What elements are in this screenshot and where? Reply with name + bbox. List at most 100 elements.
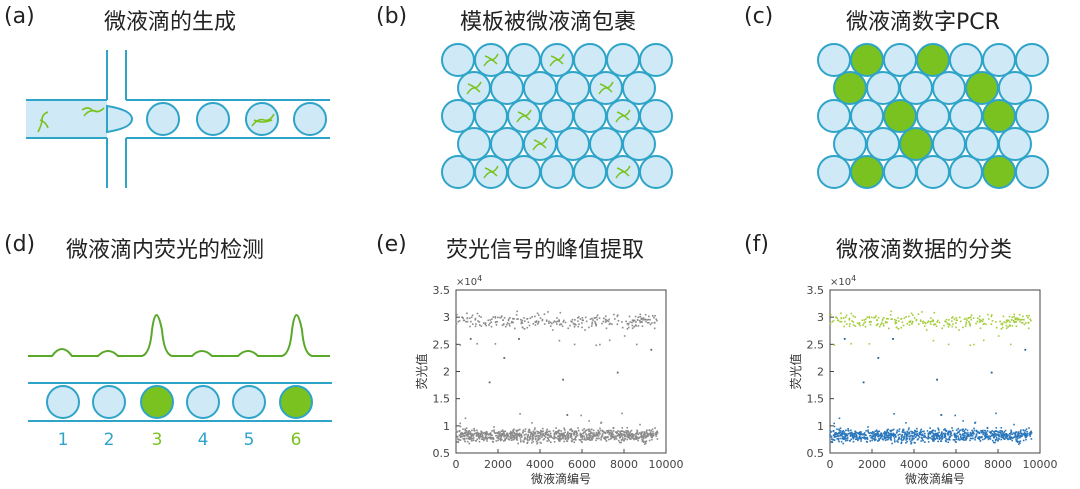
data-point [1029,433,1032,435]
data-point [999,430,1002,432]
data-point [925,329,928,331]
data-point [998,435,1000,438]
data-point [833,436,836,438]
dna-strand-icon [516,109,532,123]
data-point [588,326,590,329]
data-point [625,430,628,432]
data-point [1000,322,1003,325]
data-point [562,436,564,438]
data-point [555,431,557,433]
data-point [994,441,996,444]
data-point [920,440,923,442]
y-tick-label: 1 [443,420,450,433]
data-point [479,435,482,437]
data-point [520,435,523,438]
data-point [887,434,890,437]
data-point [851,320,853,322]
data-point [462,428,464,431]
droplet [982,43,1016,77]
data-point [604,431,607,434]
data-point [456,435,459,438]
data-point [860,436,862,439]
data-point [1016,318,1018,321]
data-point [920,431,922,433]
outlier-point [940,414,943,416]
data-point [603,431,605,434]
data-point [1025,315,1028,317]
data-point [639,432,642,435]
data-point [503,430,505,433]
data-point [1021,321,1024,324]
data-point [621,326,624,329]
dna-strand-icon [599,83,613,93]
data-point [911,323,913,325]
data-point [536,430,538,433]
data-point [1008,315,1011,318]
data-point [534,438,537,441]
data-point [874,436,876,439]
data-point [891,434,894,437]
data-point [529,437,531,440]
data-point [485,437,487,440]
data-point [937,440,939,443]
data-point [936,432,939,435]
data-point [532,437,535,440]
data-point [968,322,971,324]
data-point [1030,432,1033,434]
data-point [462,319,465,322]
droplet [883,155,917,189]
data-point [934,323,937,326]
data-point [512,430,515,433]
data-point [504,434,507,437]
data-point [1000,436,1002,438]
data-point [910,430,912,433]
data-point [534,432,536,435]
data-point [537,438,540,441]
data-point [545,432,547,435]
data-point [944,432,946,435]
data-point [555,323,558,325]
data-point [922,320,924,323]
data-point [477,433,480,435]
data-point [541,433,543,436]
data-point [477,320,479,322]
data-point [596,314,599,316]
data-point [985,323,987,326]
data-point [526,442,529,445]
data-point [906,434,908,437]
panel-f-label: (f) [744,232,769,257]
digital-pcr-diagram [817,43,1049,189]
data-point [465,433,468,436]
data-point [839,433,842,436]
data-point [571,318,574,321]
data-point [841,437,844,440]
data-point [923,434,926,437]
data-point [905,433,908,436]
data-point [833,422,836,425]
data-point [854,430,856,433]
data-point [895,326,898,328]
data-point [505,436,508,439]
data-point [616,314,619,316]
data-point [852,321,855,323]
data-point [541,318,544,321]
data-point [600,422,602,424]
data-point [608,318,611,321]
data-point [604,321,607,323]
data-point [895,432,898,434]
data-point [537,437,539,439]
data-point [550,436,552,438]
data-point [908,438,911,441]
data-point [1001,430,1003,433]
data-point [872,435,875,438]
data-point [882,438,885,441]
data-point [595,316,598,318]
data-point [954,433,956,436]
data-point [1006,319,1008,322]
data-point [1010,429,1012,432]
data-point [656,432,659,434]
data-point [944,433,946,436]
data-point [478,432,481,435]
data-point [641,325,644,328]
data-point [953,432,956,435]
